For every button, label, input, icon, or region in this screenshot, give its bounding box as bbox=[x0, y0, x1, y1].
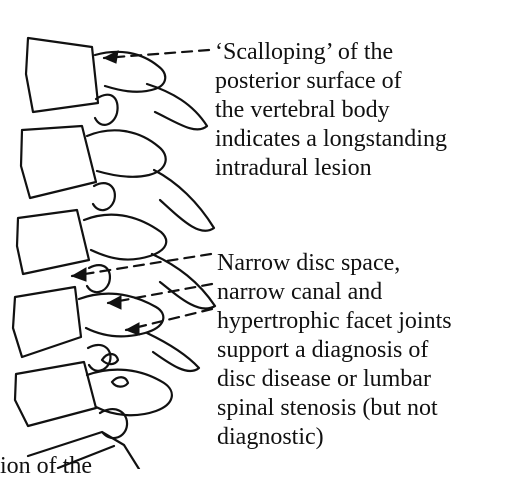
spinous-process-4 bbox=[147, 333, 199, 371]
arrowhead-bottom-1 bbox=[72, 268, 86, 281]
annotation-disc-disease: Narrow disc space, narrow canal and hype… bbox=[217, 249, 452, 452]
canal-mark-2 bbox=[112, 377, 128, 386]
facet-joint-4 bbox=[88, 345, 110, 371]
vertebra-2 bbox=[21, 126, 96, 198]
diagram-canvas: ‘Scalloping’ of the posterior surface of… bbox=[0, 0, 505, 469]
vertebra-1 bbox=[26, 38, 98, 112]
annotation-scalloping: ‘Scalloping’ of the posterior surface of… bbox=[215, 38, 447, 183]
arrowhead-bottom-2 bbox=[108, 296, 121, 309]
facet-joint-2 bbox=[93, 183, 115, 210]
facet-joint-3 bbox=[87, 265, 110, 292]
arrowhead-bottom-3 bbox=[126, 323, 139, 335]
cutoff-text: ion of the bbox=[0, 452, 92, 481]
leader-bottom-line-2 bbox=[108, 284, 212, 303]
vertebra-5 bbox=[15, 362, 96, 426]
spinous-process-2 bbox=[154, 170, 214, 231]
posterior-element-5 bbox=[87, 370, 172, 416]
vertebra-3 bbox=[17, 210, 89, 274]
spinous-process-1 bbox=[147, 84, 207, 129]
posterior-element-3 bbox=[84, 215, 166, 260]
vertebra-4 bbox=[13, 287, 81, 357]
